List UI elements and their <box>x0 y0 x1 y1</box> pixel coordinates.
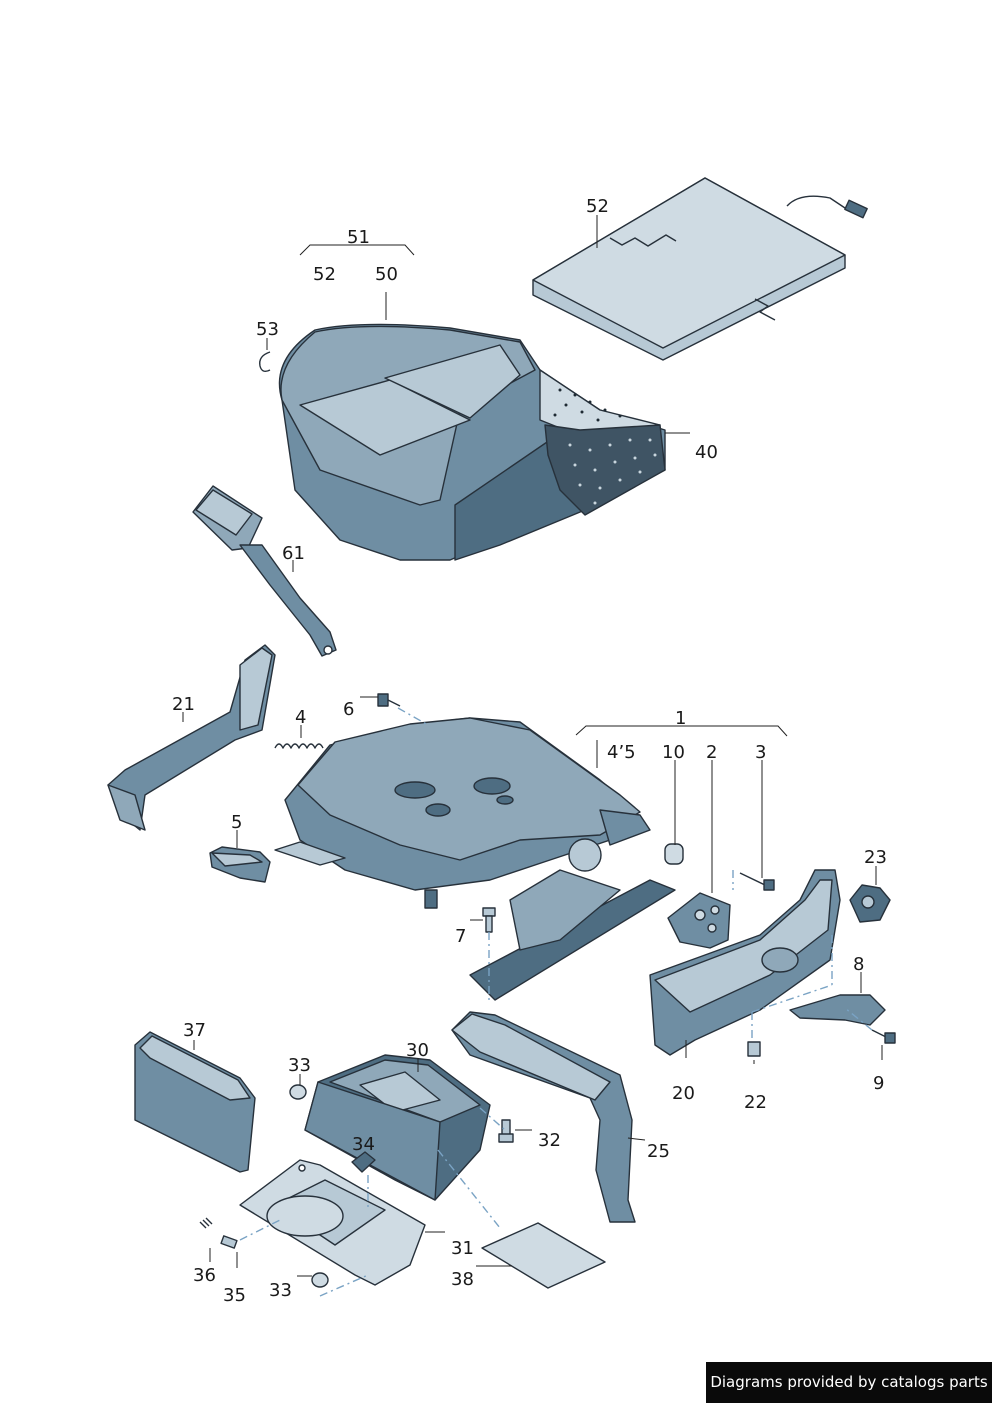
leader-lines <box>182 215 883 1277</box>
screw-22-part[interactable] <box>747 1041 761 1057</box>
cap-33-upper-part[interactable] <box>289 1084 307 1100</box>
heating-mat-part[interactable] <box>532 177 868 361</box>
pin-35-part[interactable] <box>220 1235 238 1249</box>
side-trim-right-part[interactable] <box>649 869 841 1056</box>
callout-9: 9 <box>873 1073 884 1094</box>
callout-33-upper: 33 <box>288 1055 311 1076</box>
callout-30: 30 <box>406 1040 429 1061</box>
callout-52-cushion: 52 <box>313 264 336 285</box>
callout-6: 6 <box>343 699 354 720</box>
bracket-part[interactable] <box>667 892 731 949</box>
bushing-part[interactable] <box>664 843 684 865</box>
callout-52-mat: 52 <box>586 196 609 217</box>
callout-34: 34 <box>352 1134 375 1155</box>
screw-3-part[interactable] <box>739 872 775 891</box>
callout-21: 21 <box>172 694 195 715</box>
callout-3: 3 <box>755 742 766 763</box>
assembly-guide-lines <box>239 707 873 1297</box>
drawer-tray-part[interactable] <box>239 1159 426 1286</box>
handle-part[interactable] <box>209 846 271 883</box>
callout-61: 61 <box>282 543 305 564</box>
callout-10: 10 <box>662 742 685 763</box>
callout-8: 8 <box>853 954 864 975</box>
adjustment-knob-part[interactable] <box>849 884 891 923</box>
callout-22: 22 <box>744 1092 767 1113</box>
callout-38: 38 <box>451 1269 474 1290</box>
side-trim-left-part[interactable] <box>107 644 276 831</box>
callout-20: 20 <box>672 1083 695 1104</box>
callout-25: 25 <box>647 1141 670 1162</box>
cap-33-lower-part[interactable] <box>311 1272 329 1288</box>
callout-4-5: 4’5 <box>607 742 636 763</box>
callout-1: 1 <box>675 708 686 729</box>
tension-spring-part[interactable] <box>274 743 324 749</box>
front-trim-part[interactable] <box>451 1011 636 1223</box>
callout-32: 32 <box>538 1130 561 1151</box>
callout-5: 5 <box>231 812 242 833</box>
callout-40: 40 <box>695 442 718 463</box>
callout-36: 36 <box>193 1265 216 1286</box>
callout-35: 35 <box>223 1285 246 1306</box>
seat-frame-part[interactable] <box>274 717 676 1001</box>
footer-credit-badge: Diagrams provided by catalogs parts <box>706 1362 992 1403</box>
latch-part[interactable] <box>351 1151 376 1173</box>
callout-33-lower: 33 <box>269 1280 292 1301</box>
callout-23: 23 <box>864 847 887 868</box>
seat-cushion-part[interactable] <box>259 323 666 561</box>
pad-38-part[interactable] <box>481 1222 606 1289</box>
callout-2: 2 <box>706 742 717 763</box>
rear-panel-part[interactable] <box>134 1031 256 1173</box>
callout-7: 7 <box>455 926 466 947</box>
screw-32-part[interactable] <box>498 1119 514 1143</box>
screw-6-part[interactable] <box>377 693 401 707</box>
callout-53: 53 <box>256 319 279 340</box>
callout-51: 51 <box>347 227 370 248</box>
screw-9-part[interactable] <box>871 1029 896 1044</box>
lever-part[interactable] <box>789 994 886 1026</box>
callout-labels: 51 52 52 50 53 40 61 21 4 6 1 4’5 10 2 3… <box>172 196 887 1306</box>
storage-drawer-housing-part[interactable] <box>304 1054 491 1201</box>
callout-37: 37 <box>183 1020 206 1041</box>
callout-4: 4 <box>295 707 306 728</box>
callout-31: 31 <box>451 1238 474 1259</box>
screw-7-part[interactable] <box>482 907 496 933</box>
callout-50: 50 <box>375 264 398 285</box>
spring-36-part[interactable] <box>199 1217 213 1229</box>
seat-belt-buckle-part[interactable] <box>192 485 337 657</box>
